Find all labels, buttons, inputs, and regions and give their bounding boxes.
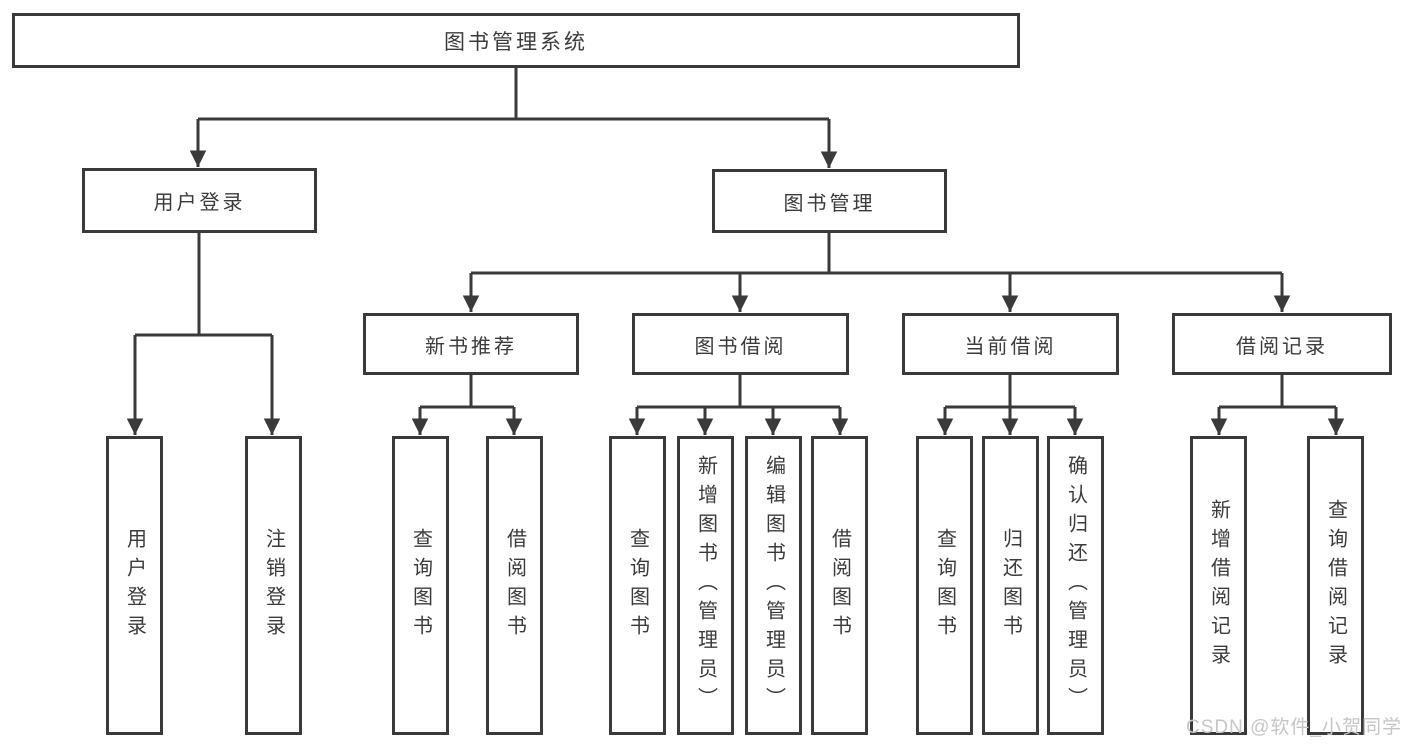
leaf-label: 归还图书 bbox=[999, 527, 1022, 644]
leaf-label: 查询图书 bbox=[626, 527, 649, 644]
node-user-login: 用户登录 bbox=[82, 168, 317, 233]
node-new-book-recommend: 新书推荐 bbox=[363, 313, 579, 375]
leaf-nbr-query-books: 查询图书 bbox=[392, 436, 449, 735]
leaf-logout: 注销登录 bbox=[245, 436, 302, 735]
leaf-user-login: 用户登录 bbox=[106, 436, 163, 735]
node-root: 图书管理系统 bbox=[12, 13, 1020, 68]
node-current-borrow: 当前借阅 bbox=[902, 313, 1119, 375]
leaf-label: 查询图书 bbox=[409, 527, 432, 644]
leaf-label: 借阅图书 bbox=[828, 527, 851, 644]
node-borrow-records: 借阅记录 bbox=[1172, 313, 1392, 375]
leaf-bb-borrow-books: 借阅图书 bbox=[811, 436, 868, 735]
leaf-label: 编辑图书（管理员） bbox=[762, 455, 785, 716]
leaf-nbr-borrow-books: 借阅图书 bbox=[486, 436, 543, 735]
csdn-watermark: CSDN @软件_小贺同学 bbox=[1186, 717, 1402, 738]
leaf-label: 注销登录 bbox=[262, 527, 285, 644]
node-book-management: 图书管理 bbox=[712, 169, 947, 233]
leaf-label: 查询图书 bbox=[933, 527, 956, 644]
leaf-label: 查询借阅记录 bbox=[1324, 498, 1347, 673]
leaf-br-query-record: 查询借阅记录 bbox=[1307, 436, 1364, 735]
leaf-cb-query-books: 查询图书 bbox=[916, 436, 973, 735]
leaf-cb-return-books: 归还图书 bbox=[982, 436, 1039, 735]
leaf-cb-confirm-return-admin: 确认归还（管理员） bbox=[1047, 436, 1104, 735]
leaf-label: 新增借阅记录 bbox=[1207, 498, 1230, 673]
leaf-label: 用户登录 bbox=[123, 527, 146, 644]
node-book-borrow: 图书借阅 bbox=[632, 313, 849, 375]
leaf-br-add-record: 新增借阅记录 bbox=[1190, 436, 1247, 735]
leaf-bb-query-books: 查询图书 bbox=[609, 436, 666, 735]
leaf-bb-edit-books-admin: 编辑图书（管理员） bbox=[745, 436, 802, 735]
leaf-label: 借阅图书 bbox=[503, 527, 526, 644]
leaf-bb-add-books-admin: 新增图书（管理员） bbox=[677, 436, 734, 735]
leaf-label: 确认归还（管理员） bbox=[1064, 455, 1087, 716]
leaf-label: 新增图书（管理员） bbox=[694, 455, 717, 716]
